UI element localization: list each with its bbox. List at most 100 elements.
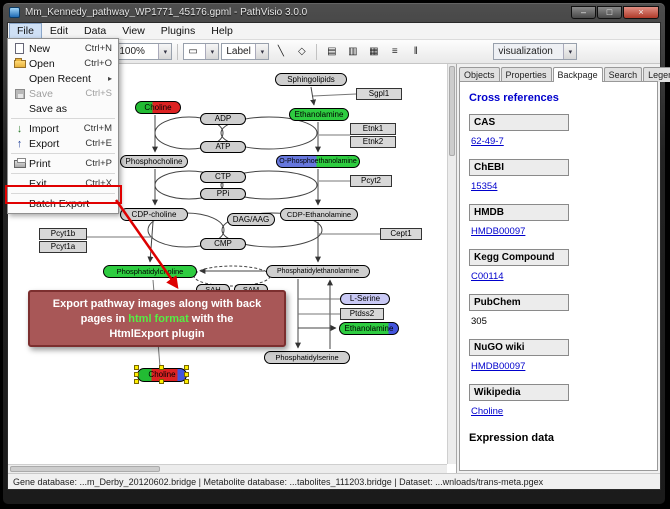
selection-handle[interactable] (134, 365, 139, 370)
align-horizontal-button[interactable]: ▤ (322, 42, 341, 61)
align-grid-button[interactable]: ▦ (364, 42, 383, 61)
xref-link-chebi[interactable]: 15354 (471, 181, 498, 192)
print-icon (13, 157, 26, 168)
chevron-down-icon[interactable]: ▾ (255, 44, 269, 59)
selection-handle[interactable] (134, 379, 139, 384)
menu-item-save-as[interactable]: Save as (29, 102, 67, 115)
annotation-line3: HtmlExport plugin (109, 328, 205, 340)
xref-source-nugo: NuGO wiki (469, 339, 569, 356)
tab-properties[interactable]: Properties (500, 67, 552, 82)
align-vertical-button[interactable]: ▥ (343, 42, 362, 61)
label-template-dropdown[interactable]: Label ▾ (221, 43, 270, 60)
canvas-vertical-scrollbar[interactable] (447, 64, 456, 464)
close-button[interactable]: × (623, 5, 659, 19)
chevron-down-icon[interactable]: ▾ (158, 44, 172, 59)
node-o-phosphoethanolamine[interactable]: O-Phosphoethanolamine (276, 155, 360, 168)
visualization-dropdown[interactable]: visualization ▾ (493, 43, 578, 60)
titlebar[interactable]: Mm_Kennedy_pathway_WP1771_45176.gpml - P… (3, 3, 665, 21)
line-tool-button[interactable]: ╲ (271, 42, 290, 61)
node-cept1[interactable]: Cept1 (380, 228, 422, 240)
menu-view[interactable]: View (122, 24, 145, 37)
selection-handle[interactable] (134, 372, 139, 377)
node-atp[interactable]: ATP (200, 141, 246, 153)
selection-handle[interactable] (159, 365, 164, 370)
node-etnk1[interactable]: Etnk1 (350, 123, 396, 135)
node-ptdss2[interactable]: Ptdss2 (340, 308, 384, 320)
tab-backpage[interactable]: Backpage (552, 67, 603, 82)
minimize-button[interactable]: – (571, 5, 596, 19)
menubar: File Edit Data View Plugins Help (8, 22, 660, 40)
maximize-button[interactable]: □ (597, 5, 622, 19)
node-phosphocholine[interactable]: Phosphocholine (120, 155, 188, 168)
node-adp[interactable]: ADP (200, 113, 246, 125)
datanode-template-dropdown[interactable]: ▭ ▾ (183, 43, 220, 60)
import-icon: ↓ (16, 122, 23, 135)
scrollbar-thumb[interactable] (449, 66, 455, 156)
chevron-down-icon[interactable]: ▾ (205, 44, 219, 59)
tab-search[interactable]: Search (603, 67, 643, 82)
node-ethanolamine-mid[interactable]: Ethanolamine (339, 322, 399, 335)
xref-link-kegg[interactable]: C00114 (471, 271, 504, 282)
node-sgpl1[interactable]: Sgpl1 (356, 88, 402, 100)
xref-link-cas[interactable]: 62-49-7 (471, 136, 504, 147)
statusbar-text: Gene database: ...m_Derby_20120602.bridg… (13, 476, 544, 487)
xref-source-cas: CAS (469, 114, 569, 131)
node-cmp[interactable]: CMP (200, 238, 246, 250)
node-cdp-choline[interactable]: CDP-choline (120, 208, 188, 221)
menu-separator (11, 153, 115, 154)
node-pcyt1b[interactable]: Pcyt1b (39, 228, 87, 240)
zoom-combobox[interactable]: 100% ▾ (114, 43, 173, 60)
node-choline[interactable]: Choline (135, 101, 181, 114)
scrollbar-thumb[interactable] (10, 466, 160, 472)
menu-separator (11, 193, 115, 194)
menu-file[interactable]: File (9, 22, 42, 40)
selection-handle[interactable] (159, 379, 164, 384)
menu-data[interactable]: Data (84, 24, 107, 37)
shape-tool-button[interactable]: ◇ (292, 42, 311, 61)
menu-plugins[interactable]: Plugins (160, 24, 196, 37)
node-l-serine[interactable]: L-Serine (340, 293, 390, 305)
side-panel: Objects Properties Backpage Search Legen… (456, 64, 670, 473)
xref-link-wikipedia[interactable]: Choline (471, 406, 504, 417)
node-pcyt2[interactable]: Pcyt2 (350, 175, 392, 187)
stack-button[interactable]: ‖ (406, 42, 425, 61)
window-title: Mm_Kennedy_pathway_WP1771_45176.gpml - P… (25, 6, 308, 18)
node-cdp-ethanolamine[interactable]: CDP-Ethanolamine (280, 208, 358, 221)
tab-legend[interactable]: Legend (643, 67, 670, 82)
node-phosphatidylcholine[interactable]: Phosphatidylcholine (103, 265, 197, 278)
node-phosphatidylethanolamine[interactable]: Phosphatidylethanolamine (266, 265, 370, 278)
node-sphingolipids[interactable]: Sphingolipids (275, 73, 347, 86)
node-pcyt1a[interactable]: Pcyt1a (39, 241, 87, 253)
node-ctp[interactable]: CTP (200, 171, 246, 183)
batch-export-highlight-box (5, 185, 122, 204)
xref-source-kegg: Kegg Compound (469, 249, 569, 266)
open-folder-icon (13, 57, 26, 68)
selection-handle[interactable] (184, 365, 189, 370)
selection-handle[interactable] (184, 379, 189, 384)
xref-link-nugo[interactable]: HMDB00097 (471, 361, 526, 372)
chevron-down-icon[interactable]: ▾ (563, 44, 577, 59)
save-icon (14, 88, 25, 99)
node-ppi[interactable]: PPi (200, 188, 246, 200)
node-etnk2[interactable]: Etnk2 (350, 136, 396, 148)
node-phosphatidylserine[interactable]: Phosphatidylserine (264, 351, 350, 364)
selection-handle[interactable] (184, 372, 189, 377)
node-ethanolamine-top[interactable]: Ethanolamine (289, 108, 349, 121)
menu-item-open-recent[interactable]: Open Recent ▸ (29, 72, 112, 85)
tab-objects[interactable]: Objects (459, 67, 500, 82)
menu-help[interactable]: Help (211, 24, 233, 37)
menu-edit[interactable]: Edit (49, 24, 69, 37)
menu-separator (11, 173, 115, 174)
node-dag-aag[interactable]: DAG/AAG (227, 213, 275, 226)
xref-link-hmdb[interactable]: HMDB00097 (471, 226, 526, 237)
canvas-horizontal-scrollbar[interactable] (8, 464, 447, 473)
distribute-button[interactable]: ≡ (385, 42, 404, 61)
xref-source-wikipedia: Wikipedia (469, 384, 569, 401)
